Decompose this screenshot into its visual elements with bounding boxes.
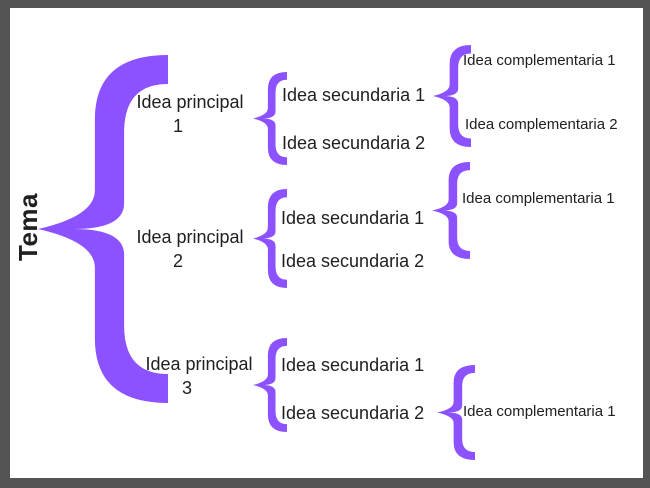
principal-idea-1-number: 1 bbox=[172, 116, 183, 136]
principal-idea-2-number: 2 bbox=[172, 251, 183, 271]
principal-idea-1-label: Idea principal bbox=[136, 92, 244, 112]
principal-idea-3-number: 3 bbox=[181, 378, 192, 398]
principal-idea-2-label: Idea principal bbox=[136, 227, 244, 247]
complementary-idea-g1-1: Idea complementaria 1 bbox=[463, 52, 616, 69]
secondary-idea-g3-1: Idea secundaria 1 bbox=[281, 355, 425, 375]
principal-idea-1: Idea principal 1 bbox=[120, 90, 260, 138]
principal-idea-3-label: Idea principal bbox=[145, 354, 253, 374]
secondary-idea-g2-2: Idea secundaria 2 bbox=[281, 251, 425, 271]
principal-idea-3: Idea principal 3 bbox=[129, 352, 269, 400]
secondary-idea-g3-2: Idea secundaria 2 bbox=[281, 403, 425, 423]
secondary-idea-g2-1: Idea secundaria 1 bbox=[281, 208, 425, 228]
secondary-idea-g1-2: Idea secundaria 2 bbox=[282, 133, 426, 153]
principal-idea-2: Idea principal 2 bbox=[120, 225, 260, 273]
complementary-brace-group2 bbox=[432, 162, 470, 259]
secondary-idea-g1-1: Idea secundaria 1 bbox=[282, 85, 426, 105]
complementary-idea-g2-1: Idea complementaria 1 bbox=[462, 190, 615, 207]
complementary-idea-g1-2: Idea complementaria 2 bbox=[465, 116, 618, 133]
complementary-idea-g3-1: Idea complementaria 1 bbox=[463, 403, 616, 420]
